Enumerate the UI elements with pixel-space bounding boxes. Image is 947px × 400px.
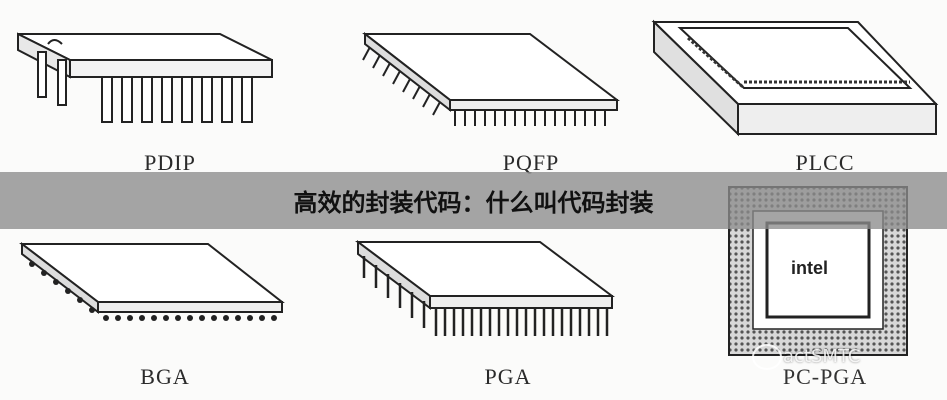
intel-logo: intel [791,258,829,278]
pga-label: PGA [484,364,532,389]
bga-illustration [19,241,285,321]
pcpga-label: PC-PGA [782,364,868,389]
pqfp-illustration [362,31,620,126]
pdip-label: PDIP [144,150,196,175]
banner-title: 高效的封装代码：什么叫代码封装 [293,189,654,217]
title-banner: 高效的封装代码：什么叫代码封装 [0,172,947,229]
watermark-text: actSMTC [783,346,861,367]
wechat-icon [752,344,782,370]
plcc-illustration [651,19,939,137]
bga-label: BGA [140,364,190,389]
pga-illustration [355,240,615,336]
pdip-illustration [17,32,273,123]
pqfp-label: PQFP [502,150,560,175]
plcc-label: PLCC [795,150,855,175]
